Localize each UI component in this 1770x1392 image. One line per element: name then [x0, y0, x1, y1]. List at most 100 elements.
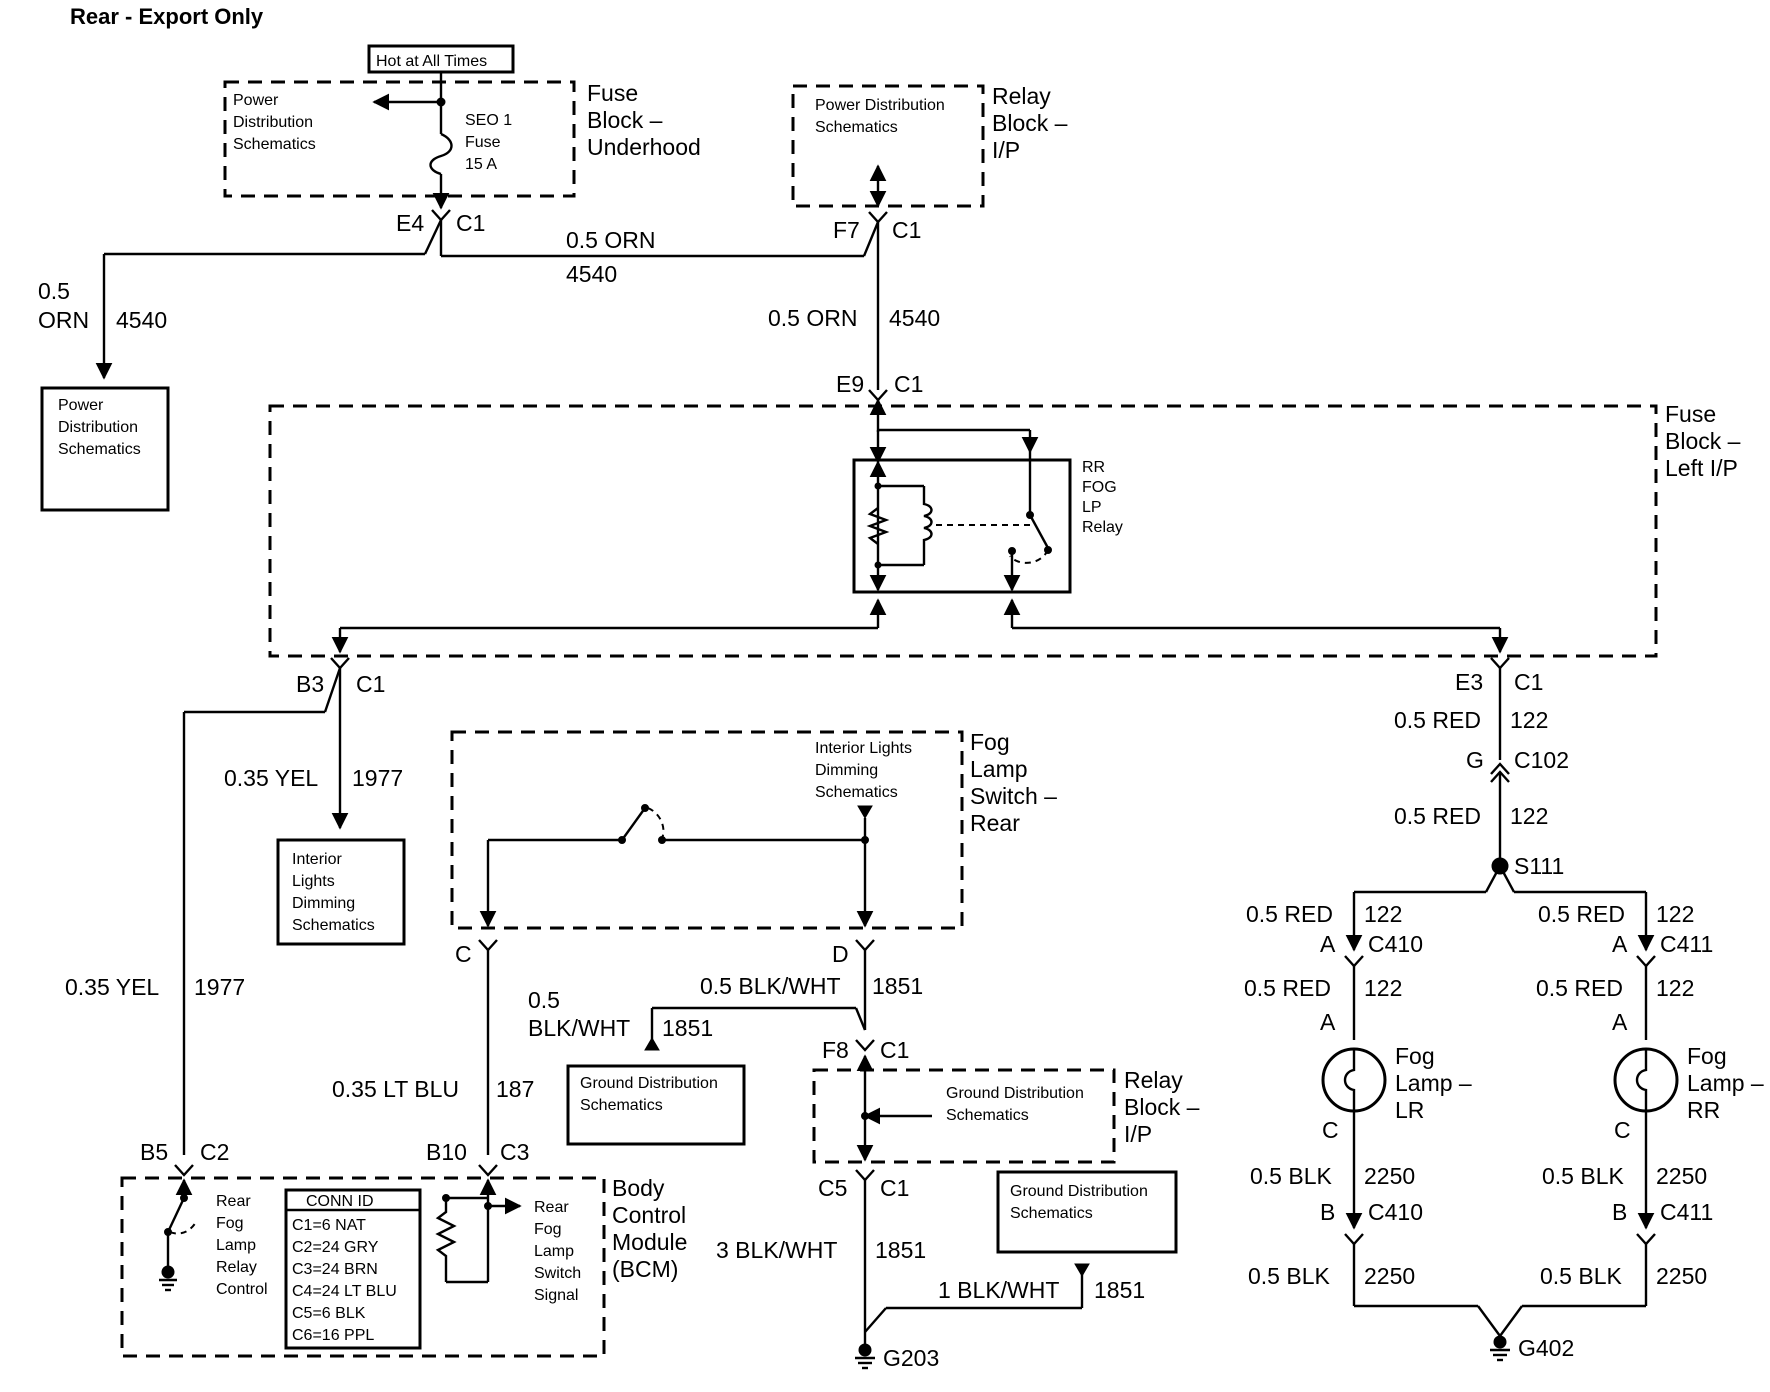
fog-switch-name-1: Fog — [970, 729, 1010, 755]
rr-wire-a-circuit: 122 — [1656, 901, 1694, 927]
fog-switch-ref-1: Interior Lights — [815, 740, 912, 757]
connector-e9-symbol — [868, 389, 888, 402]
ground-g402: G402 — [1518, 1335, 1574, 1361]
ground-symbol-g203 — [855, 1343, 875, 1370]
rr-wire-d-label: 0.5 BLK — [1540, 1263, 1622, 1289]
hot-at-all-times-label: Hot at All Times — [376, 53, 487, 70]
wire-1851-ground: 3 BLK/WHT 1851 1 BLK/WHT 1851 G203 — [716, 1180, 1145, 1371]
wire-1851: 0.5 BLK/WHT 1851 0.5 BLK/WHT 1851 — [528, 950, 923, 1051]
fog-switch-name-2: Lamp — [970, 756, 1028, 782]
fog-switch-ref-3: Schematics — [815, 784, 898, 801]
ground-box-1-line-1: Ground Distribution — [580, 1075, 718, 1092]
diagram-title: Rear - Export Only — [70, 4, 264, 29]
c102-pin: G — [1466, 747, 1484, 773]
rr-wire-b-circuit: 122 — [1656, 975, 1694, 1001]
relay-ip-lower-border — [812, 1068, 1116, 1164]
ground-distribution-box-2: Ground Distribution Schematics — [996, 1170, 1178, 1254]
wire-left-circuit: 4540 — [116, 307, 167, 333]
conn-id-row: C5=6 BLK — [292, 1305, 366, 1322]
rr-lamp-name-3: RR — [1687, 1097, 1720, 1123]
rr-wire-a-label: 0.5 RED — [1538, 901, 1625, 927]
pin-f7: F7 — [833, 217, 860, 243]
power-box-left-2: Distribution — [58, 419, 138, 436]
power-box-left-1: Power — [58, 397, 104, 414]
conn-id-row: C6=16 PPL — [292, 1327, 374, 1344]
relay-ip-lower-ref-1: Ground Distribution — [946, 1085, 1084, 1102]
switch-signal-2: Fog — [534, 1221, 562, 1238]
lr-lamp-pin-a: A — [1320, 1009, 1336, 1035]
wire-left-color: ORN — [38, 307, 89, 333]
relay-ip-lower-ref-2: Schematics — [946, 1107, 1029, 1124]
fuse-symbol — [429, 132, 453, 176]
relay-name-3: LP — [1082, 499, 1102, 516]
relay-block-ip-border — [791, 84, 985, 208]
wire-4540-mid: 0.5 ORN 4540 E9 C1 — [768, 222, 940, 402]
lr-lamp-symbol — [1321, 1047, 1387, 1113]
wire-yel-top-circuit: 1977 — [352, 765, 403, 791]
bcm-resistor — [435, 1198, 457, 1264]
connector-b10-symbol — [478, 1164, 498, 1177]
wire-4540-top: 0.5 ORN 4540 — [439, 220, 880, 287]
wire-blkwht-g-size: 0.5 — [528, 987, 560, 1013]
fog-lamp-lr-branch: 0.5 RED 122 A C410 0.5 RED 122 A Fog Lam… — [1244, 892, 1501, 1337]
relay-control-2: Fog — [216, 1215, 244, 1232]
connector-c102-symbol — [1490, 762, 1510, 775]
relay-ip-ref-1: Power Distribution — [815, 97, 945, 114]
underhood-power-ref-3: Schematics — [233, 136, 316, 153]
rr-fog-lp-relay-box — [852, 458, 1072, 594]
relay-name-2: FOG — [1082, 479, 1117, 496]
wire-yel-bottom-label: 0.35 YEL — [65, 974, 159, 1000]
ground-box-1-line-2: Schematics — [580, 1097, 663, 1114]
wire-187: 0.35 LT BLU 187 — [332, 950, 534, 1155]
bcm-ground-symbol — [159, 1265, 177, 1292]
pin-b3: B3 — [296, 671, 324, 697]
underhood-name-2: Block – — [587, 107, 663, 133]
ground-distribution-box-1: Ground Distribution Schematics — [566, 1064, 746, 1146]
interior-box-3: Dimming — [292, 895, 355, 912]
wire-yel-top-label: 0.35 YEL — [224, 765, 318, 791]
left-ip-name-3: Left I/P — [1665, 455, 1738, 481]
lr-lamp-name-2: Lamp – — [1395, 1070, 1472, 1096]
interior-box-1: Interior — [292, 851, 342, 868]
underhood-name-3: Underhood — [587, 134, 701, 160]
lr-lamp-name-1: Fog — [1395, 1043, 1435, 1069]
fuse-label-3: 15 A — [465, 156, 497, 173]
lr-lamp-pin-c: C — [1322, 1117, 1339, 1143]
underhood-name-1: Fuse — [587, 80, 638, 106]
wire-1977: 0.35 YEL 1977 0.35 YEL 1977 — [65, 667, 403, 1155]
pin-b5: B5 — [140, 1139, 168, 1165]
wire-blkwht-d-label: 0.5 BLK/WHT — [700, 973, 841, 999]
fog-switch-name-4: Rear — [970, 810, 1020, 836]
connector-e3-symbol — [1490, 657, 1510, 670]
rr-conn-pin: A — [1612, 931, 1628, 957]
bcm-name-1: Body — [612, 1175, 665, 1201]
bcm-name-2: Control — [612, 1202, 686, 1228]
rr-lamp-symbol — [1613, 1047, 1679, 1113]
rr-conn2-pin: B — [1612, 1199, 1627, 1225]
underhood-power-ref-2: Distribution — [233, 114, 313, 131]
relay-control-5: Control — [216, 1281, 268, 1298]
lr-conn: C410 — [1368, 931, 1423, 957]
pin-e4: E4 — [396, 210, 424, 236]
relay-control-1: Rear — [216, 1193, 251, 1210]
power-distribution-box-left: Power Distribution Schematics — [40, 386, 170, 512]
relay-name-4: Relay — [1082, 519, 1123, 536]
wire-1blkwht-label: 1 BLK/WHT — [938, 1277, 1059, 1303]
conn-id-row: C2=24 GRY — [292, 1239, 379, 1256]
pin-e3: E3 — [1455, 669, 1483, 695]
connector-b5-symbol — [174, 1164, 194, 1177]
pin-d-switch: D — [832, 941, 849, 967]
fuse-label-2: Fuse — [465, 134, 501, 151]
switch-signal-3: Lamp — [534, 1243, 574, 1260]
wire-left-size: 0.5 — [38, 278, 70, 304]
lr-wire-a-circuit: 122 — [1364, 901, 1402, 927]
relay-ip-ref-2: Schematics — [815, 119, 898, 136]
relay-block-ip-lower: F8 C1 Relay Block – I/P Ground Distribut… — [812, 1037, 1200, 1201]
ground-g402-group: G402 — [1490, 1335, 1574, 1362]
bcm-name-4: (BCM) — [612, 1256, 678, 1282]
conn-id-title: CONN ID — [306, 1193, 374, 1210]
rr-wire-c-circuit: 2250 — [1656, 1163, 1707, 1189]
connector-f7-symbol — [868, 211, 888, 224]
lr-conn2-pin: B — [1320, 1199, 1335, 1225]
fuse-block-underhood: Hot at All Times Power Distribution Sche… — [223, 44, 701, 236]
